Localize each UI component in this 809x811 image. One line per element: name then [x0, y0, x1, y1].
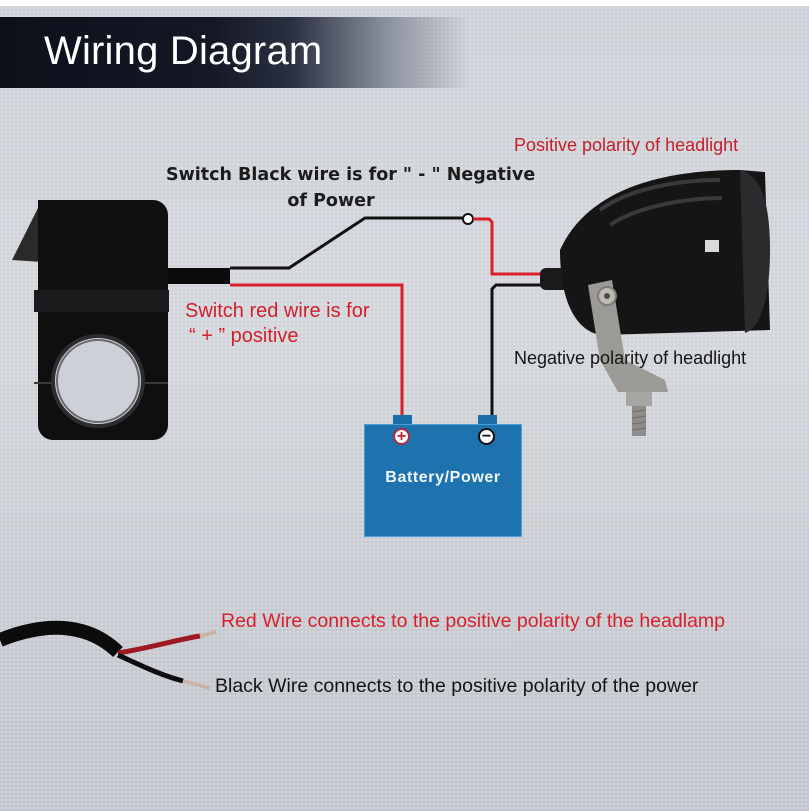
plus-icon: + — [393, 428, 410, 445]
red-wire-note: Red Wire connects to the positive polari… — [221, 610, 726, 632]
switch-contact-icon — [462, 213, 474, 225]
switch-black-wire-label-line2: of Power — [287, 191, 375, 211]
switch-black-wire-label: Switch Black wire is for " - " Negative … — [166, 162, 536, 214]
title-banner — [0, 17, 470, 88]
headlight-negative-wire — [490, 283, 560, 415]
switch-red-wire — [230, 283, 404, 415]
battery-negative-terminal — [478, 415, 497, 425]
positive-headlight-label: Positive polarity of headlight — [514, 135, 739, 155]
headlight-positive-wire — [473, 217, 560, 276]
switch-red-wire-label-line1: Switch red wire is for — [185, 300, 370, 322]
cable-icon — [0, 620, 217, 690]
switch-black-wire — [230, 216, 468, 270]
switch-black-wire-label-line1: Switch Black wire is for " - " Negative — [166, 165, 536, 185]
headlight-icon — [540, 170, 770, 436]
battery-label: Battery/Power — [385, 469, 501, 486]
handlebar-switch-icon — [12, 200, 230, 440]
minus-icon: − — [478, 428, 495, 445]
switch-red-wire-label-line2: “ + ” positive — [189, 325, 299, 347]
switch-red-wire-label: Switch red wire is for “ + ” positive — [185, 299, 370, 349]
battery-positive-terminal — [393, 415, 412, 425]
black-wire-note: Black Wire connects to the positive pola… — [215, 675, 699, 697]
negative-headlight-label: Negative polarity of headlight — [514, 348, 747, 368]
battery — [364, 424, 522, 537]
page-title: Wiring Diagram — [44, 29, 323, 73]
